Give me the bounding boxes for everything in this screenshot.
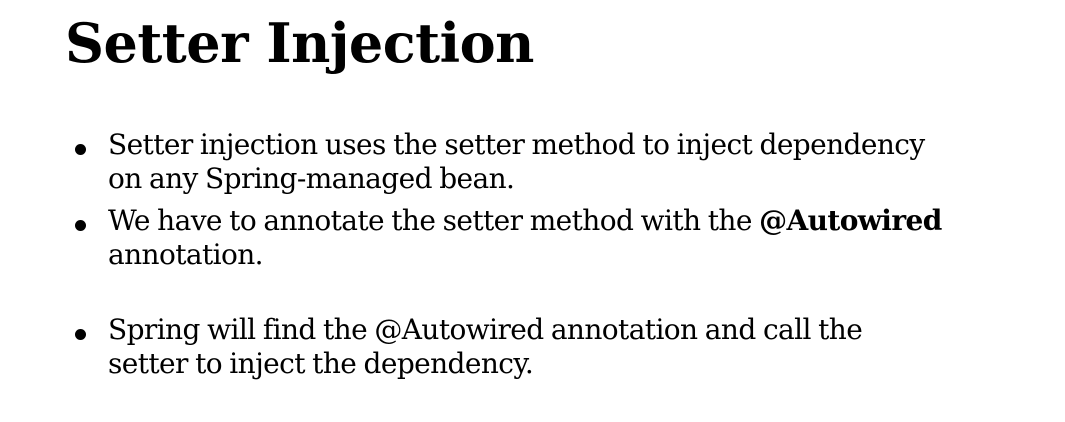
bullet-line: We have to annotate the setter method wi…: [108, 204, 1053, 238]
bullet-line: Spring will find the @Autowired annotati…: [108, 313, 863, 346]
bullet-text: Setter injection uses the setter method …: [108, 128, 1053, 196]
slide-title: Setter Injection: [65, 11, 534, 75]
bullet-line: Setter injection uses the setter method …: [108, 128, 925, 161]
bullet-line: on any Spring-managed bean.: [108, 162, 515, 195]
bullet-dot-icon: [75, 329, 86, 340]
autowired-keyword: @Autowired: [759, 204, 942, 237]
bullet-line: annotation.: [108, 238, 264, 271]
bullet-dot-icon: [75, 220, 86, 231]
bullet-line-prefix: We have to annotate the setter method wi…: [108, 204, 760, 237]
bullet-dot-icon: [75, 144, 86, 155]
bullet-text: We have to annotate the setter method wi…: [108, 204, 1053, 272]
bullet-line: setter to inject the dependency.: [108, 347, 534, 380]
bullet-text: Spring will find the @Autowired annotati…: [108, 313, 1053, 381]
